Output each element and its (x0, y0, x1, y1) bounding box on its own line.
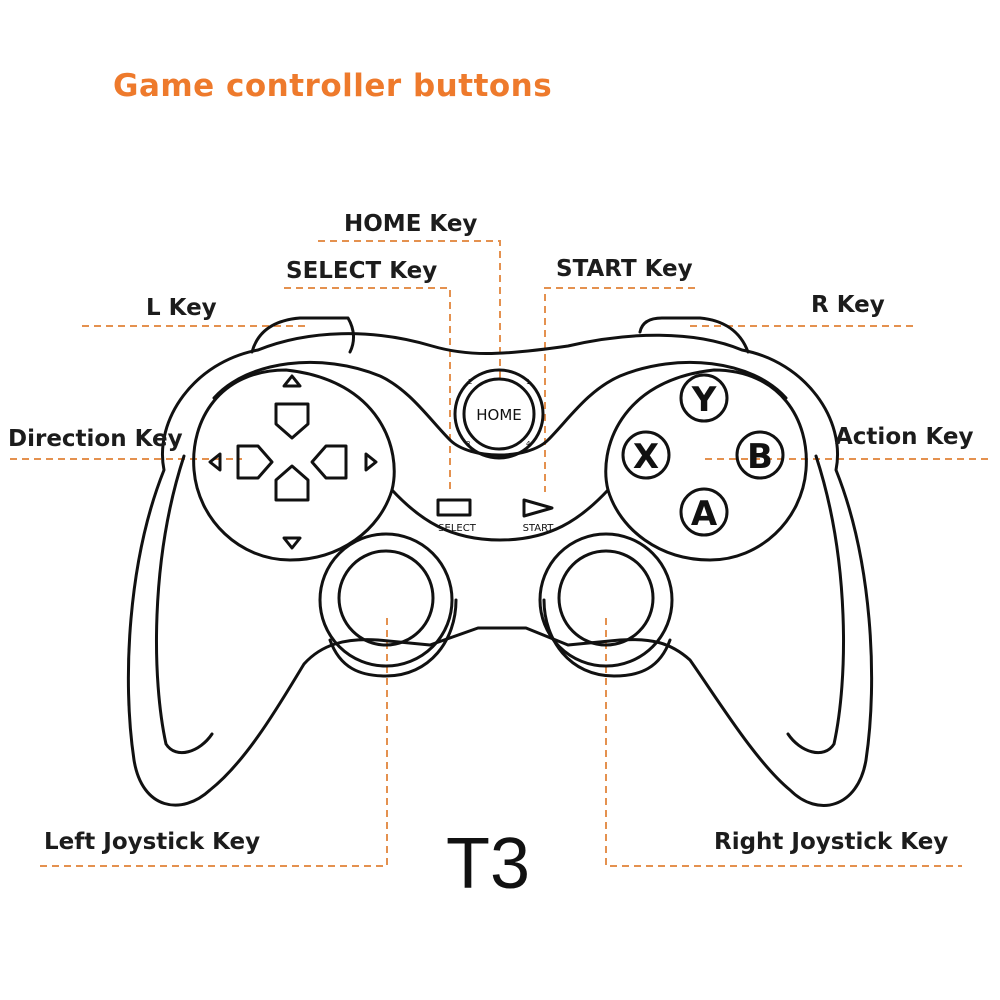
b-letter: B (747, 437, 773, 477)
face-plate-contour (212, 360, 788, 457)
label-action-key: Action Key (835, 424, 974, 450)
action-button-y[interactable] (679, 373, 729, 423)
dpad-right-indicator (364, 452, 378, 472)
leader-right-joystick (605, 618, 962, 867)
dpad-down-indicator (282, 536, 302, 550)
label-left-joystick-key: Left Joystick Key (44, 829, 261, 855)
right-stick-housing (542, 598, 672, 678)
dpad-right[interactable] (310, 444, 348, 480)
right-joystick[interactable] (557, 549, 655, 647)
a-letter: A (691, 494, 718, 534)
label-right-joystick-key: Right Joystick Key (714, 829, 949, 855)
r-shoulder-button[interactable] (638, 316, 750, 354)
left-joystick-surround (318, 532, 454, 668)
model-name: T3 (446, 824, 531, 904)
action-button-a[interactable] (679, 487, 729, 537)
right-joystick-surround (538, 532, 674, 668)
label-l-key: L Key (146, 295, 217, 321)
label-home-key: HOME Key (344, 211, 478, 237)
left-joystick[interactable] (337, 549, 435, 647)
home-mark-4: 4 (526, 440, 531, 448)
center-contour (390, 488, 610, 542)
dpad-left[interactable] (236, 444, 274, 480)
l-shoulder-button[interactable] (250, 316, 355, 354)
leader-start (544, 287, 695, 492)
leader-select (284, 287, 451, 492)
leader-home (318, 240, 501, 378)
action-button-x[interactable] (621, 430, 671, 480)
home-mark-2: 2 (468, 378, 472, 386)
dpad-down[interactable] (274, 464, 310, 502)
leader-lines (10, 240, 990, 867)
action-button-b[interactable] (735, 430, 785, 480)
label-start-key: START Key (556, 256, 693, 282)
right-pad-plate (604, 368, 808, 562)
label-select-key: SELECT Key (286, 258, 438, 284)
left-pad-plate (192, 368, 396, 562)
select-button[interactable] (436, 498, 472, 517)
right-grip-line (786, 454, 845, 755)
start-button[interactable] (522, 498, 554, 518)
leader-left-joystick (35, 618, 388, 867)
dpad-up[interactable] (274, 402, 310, 440)
label-r-key: R Key (811, 292, 885, 318)
controller-body (126, 332, 874, 807)
home-mark-3: 3 (466, 440, 470, 448)
direction-pad[interactable] (208, 374, 378, 550)
x-letter: X (633, 437, 659, 477)
left-stick-housing (328, 598, 458, 678)
home-mark-1: 1 (526, 378, 530, 386)
select-text: SELECT (438, 523, 477, 534)
home-button[interactable] (462, 377, 536, 451)
dpad-left-indicator (208, 452, 222, 472)
start-text: START (523, 523, 555, 534)
home-button-text: HOME (476, 406, 522, 424)
diagram-title: Game controller buttons (113, 68, 553, 104)
dpad-up-indicator (282, 374, 302, 388)
label-direction-key: Direction Key (8, 426, 183, 452)
y-letter: Y (691, 380, 717, 420)
home-ring (453, 368, 545, 460)
left-grip-line (155, 454, 214, 755)
